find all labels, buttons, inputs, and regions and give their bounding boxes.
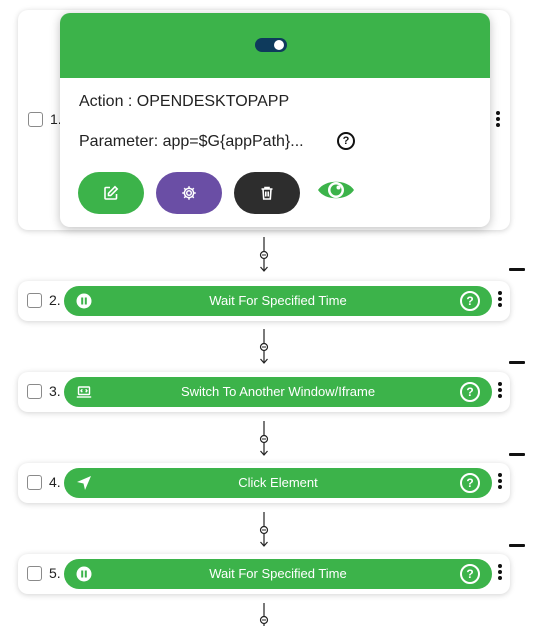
step-number-2: 2. <box>49 292 61 308</box>
trash-icon <box>261 186 273 200</box>
step-menu-1[interactable] <box>495 111 501 127</box>
step-number-4: 4. <box>49 474 61 490</box>
pause-icon <box>76 566 92 582</box>
step-menu-4[interactable] <box>497 473 503 489</box>
step-menu-3[interactable] <box>497 382 503 398</box>
step-label-2: Wait For Specified Time <box>209 293 347 308</box>
action-text: Action : OPENDESKTOPAPP <box>79 93 290 110</box>
step-menu-2[interactable] <box>497 291 503 307</box>
step-help-icon-5[interactable]: ? <box>460 564 480 584</box>
step-label-3: Switch To Another Window/Iframe <box>180 384 376 399</box>
settings-button[interactable] <box>156 172 222 214</box>
laptop-icon <box>76 386 92 398</box>
collapse-dash-3[interactable] <box>509 361 525 364</box>
step-menu-5[interactable] <box>497 564 503 580</box>
parameter-text: Parameter: app=$G{appPath}... <box>79 133 304 150</box>
step-label-4: Click Element <box>238 475 318 490</box>
step-checkbox-3[interactable] <box>27 384 42 399</box>
step-detail-popup: Action : OPENDESKTOPAPP Parameter: app=$… <box>60 13 490 227</box>
step-checkbox-5[interactable] <box>27 566 42 581</box>
step-label-5: Wait For Specified Time <box>209 566 347 581</box>
step-number-1: 1. <box>50 111 62 127</box>
collapse-dash-2[interactable] <box>509 268 525 271</box>
pause-icon <box>76 293 92 309</box>
step-help-icon-2[interactable]: ? <box>460 291 480 311</box>
step-help-icon-4[interactable]: ? <box>460 473 480 493</box>
connector-2-3 <box>259 329 269 364</box>
step-action-4[interactable]: Click Element ? <box>64 468 492 498</box>
connector-3-4 <box>259 421 269 456</box>
gear-icon <box>182 186 196 200</box>
step-action-3[interactable]: Switch To Another Window/Iframe ? <box>64 377 492 407</box>
edit-button[interactable] <box>78 172 144 214</box>
step-number-3: 3. <box>49 383 61 399</box>
step-checkbox-2[interactable] <box>27 293 42 308</box>
step-checkbox-1[interactable] <box>28 112 43 127</box>
connector-5-6 <box>259 603 269 626</box>
parameter-help-icon[interactable]: ? <box>337 132 355 150</box>
delete-button[interactable] <box>234 172 300 214</box>
step-checkbox-4[interactable] <box>27 475 42 490</box>
collapse-dash-5[interactable] <box>509 544 525 547</box>
eye-icon[interactable] <box>316 176 356 204</box>
navigation-arrow-icon <box>77 476 91 490</box>
popup-header <box>60 13 490 78</box>
connector-1-2 <box>259 237 269 272</box>
collapse-dash-4[interactable] <box>509 453 525 456</box>
step-number-5: 5. <box>49 565 61 581</box>
step-help-icon-3[interactable]: ? <box>460 382 480 402</box>
step-action-2[interactable]: Wait For Specified Time ? <box>64 286 492 316</box>
step-action-5[interactable]: Wait For Specified Time ? <box>64 559 492 589</box>
connector-4-5 <box>259 512 269 547</box>
enable-toggle[interactable] <box>255 38 287 52</box>
edit-icon <box>104 185 119 200</box>
